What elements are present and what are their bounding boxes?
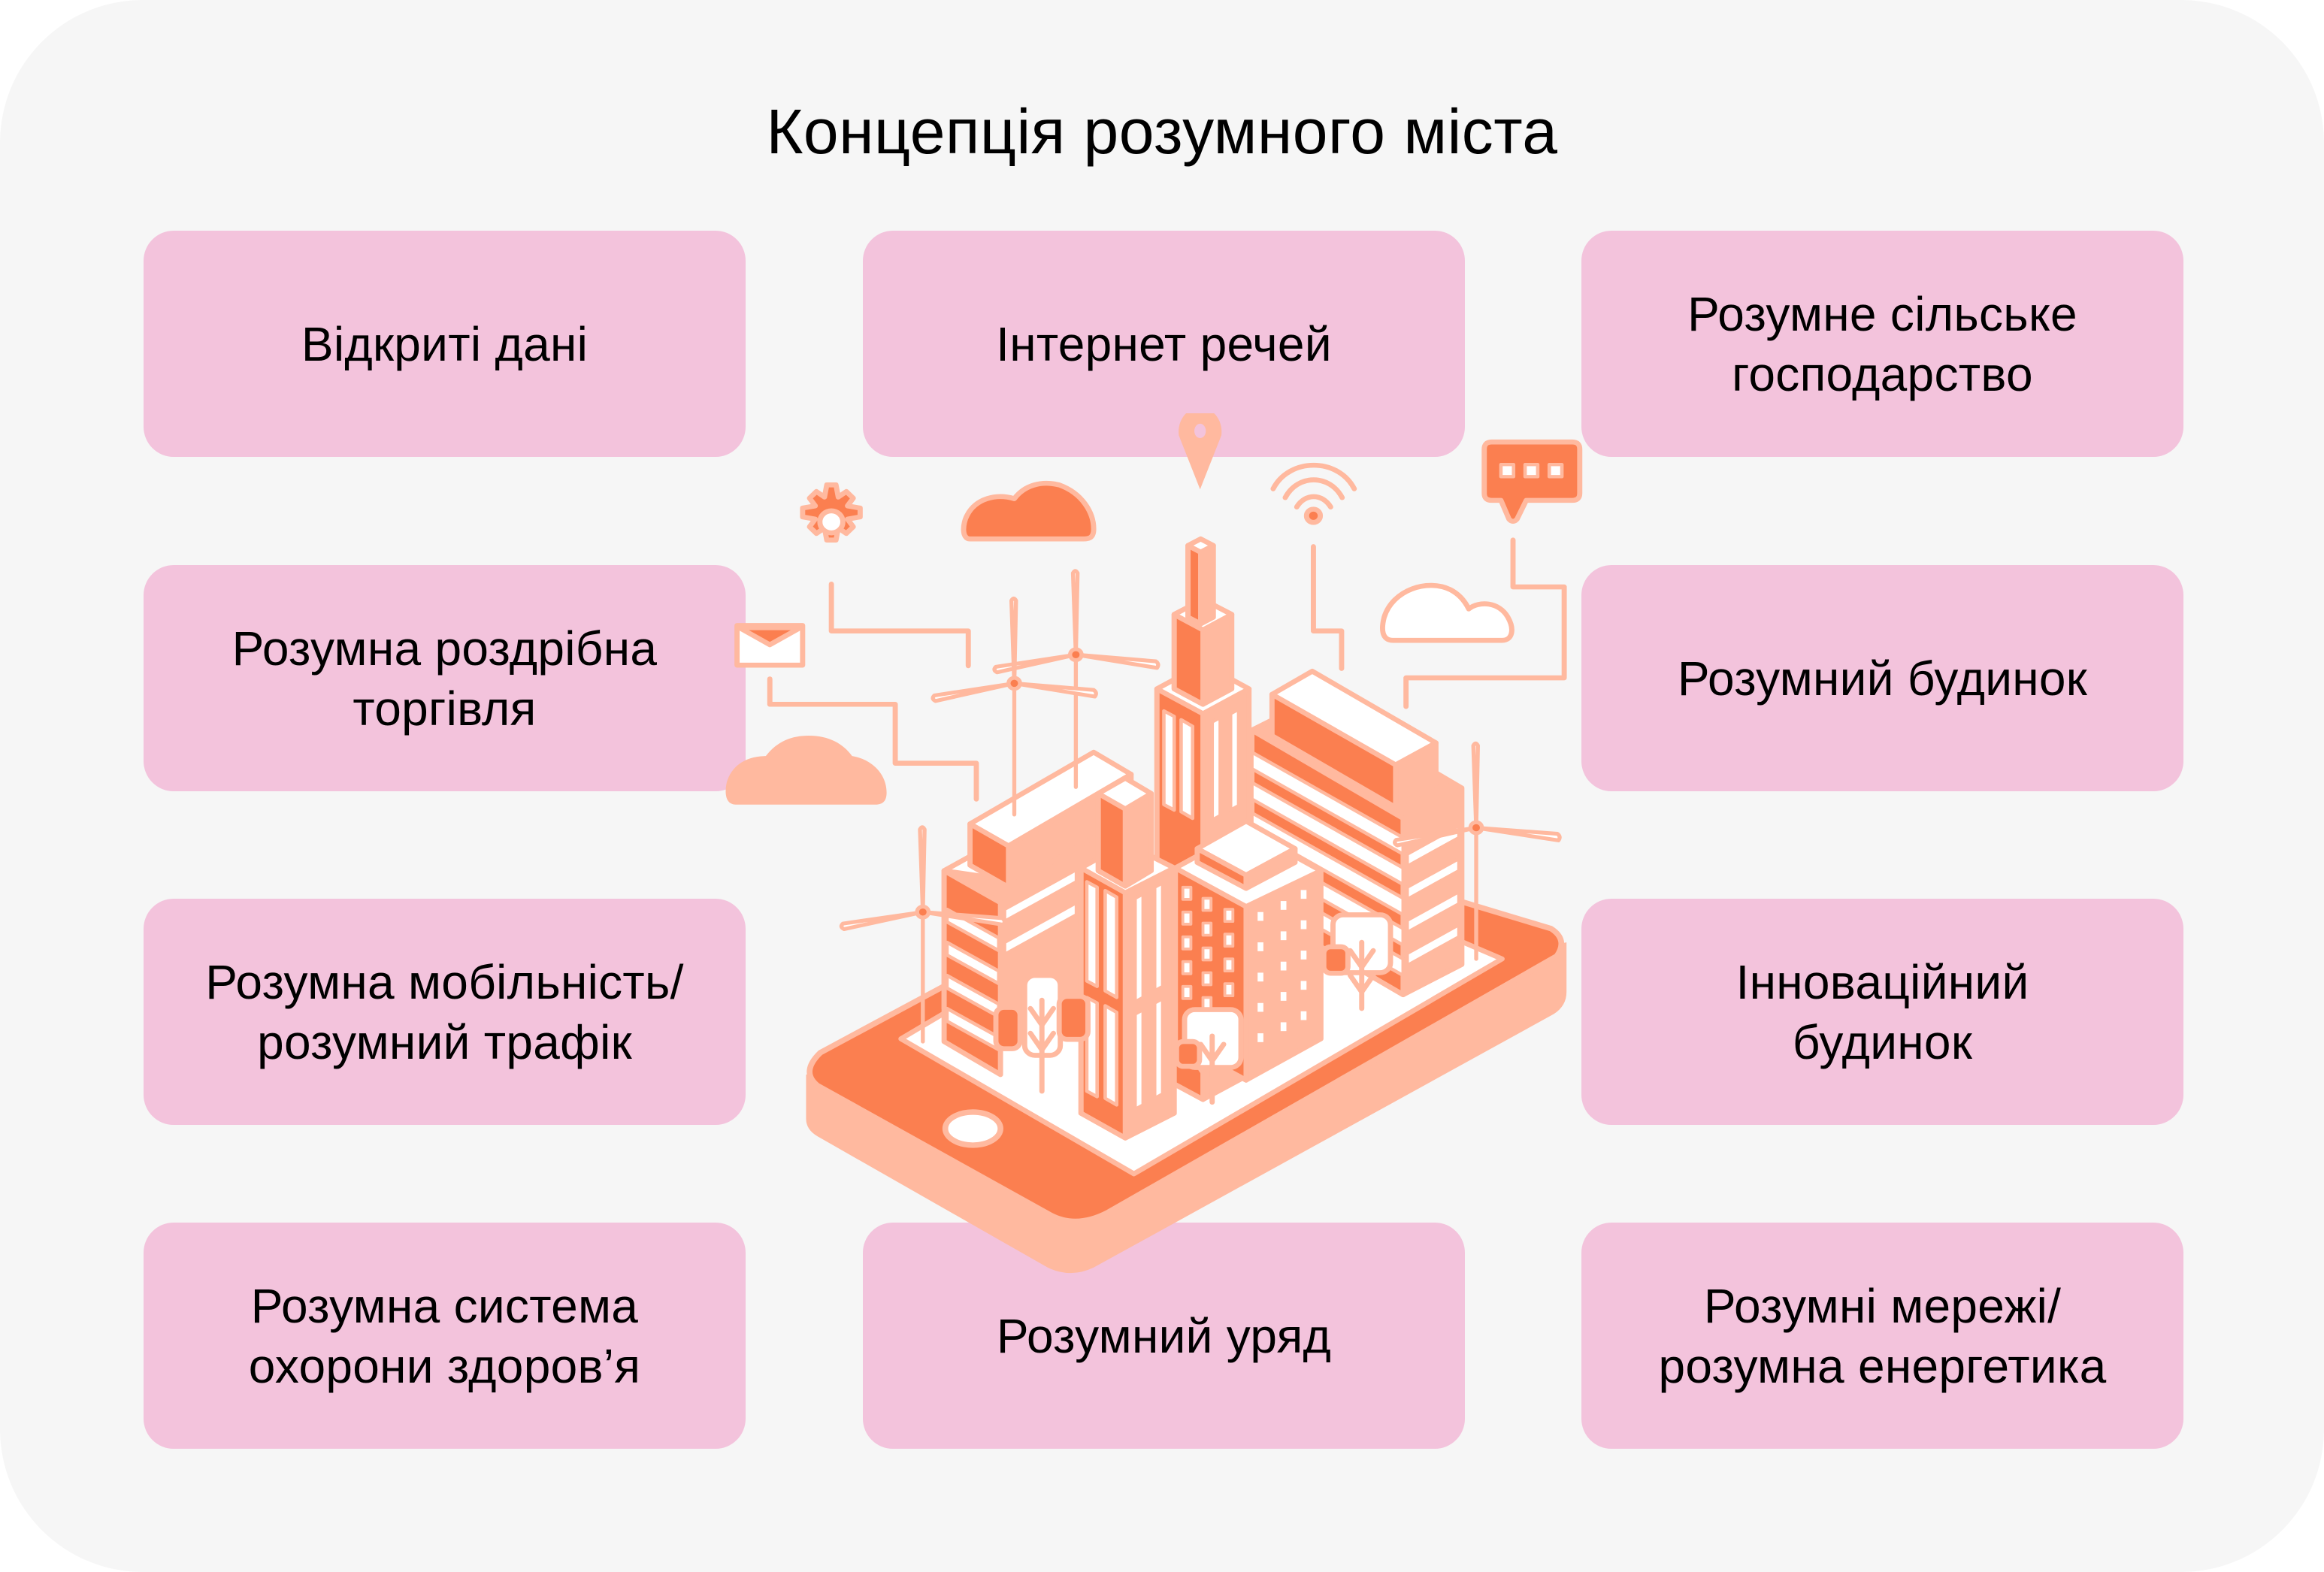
concept-label: Розумна роздрібна торгівля [231, 621, 658, 736]
concept-label: Розумний будинок [1677, 651, 2088, 706]
wifi-icon [1270, 463, 1357, 525]
concept-box-open-data: Відкриті дані [144, 231, 746, 457]
concept-label: Інтернет речей [996, 316, 1332, 371]
concept-label: Відкриті дані [301, 316, 589, 371]
page-title: Концепція розумного міста [766, 96, 1558, 167]
chat-bubble-icon [1481, 439, 1583, 525]
gear-icon [800, 482, 863, 543]
concept-box-smart-grid: Розумні мережі/ розумна енергетика [1581, 1223, 2183, 1449]
concept-label: Розумна мобільність/ розумний трафік [205, 954, 684, 1069]
wind-turbine-icon [1393, 741, 1562, 961]
tree-icon [993, 972, 1091, 1094]
connector-lines [767, 537, 1567, 802]
home-button [942, 1109, 1003, 1148]
building-front-tall [1078, 775, 1177, 1141]
tree-icon [1321, 912, 1393, 1011]
concept-box-smart-agriculture: Розумне сільське господарство [1581, 231, 2183, 457]
cloud-outline-icon [1380, 582, 1515, 643]
smart-city-illustration [725, 413, 1583, 1274]
concept-label: Розумна система охорони здоров’я [248, 1278, 641, 1393]
concept-box-smart-mobility: Розумна мобільність/ розумний трафік [144, 899, 746, 1125]
cloud-icon [961, 480, 1097, 542]
location-pin-icon [1179, 413, 1222, 490]
concept-box-smart-government: Розумний уряд [863, 1223, 1465, 1449]
concept-label: Розумний уряд [996, 1308, 1332, 1363]
concept-box-smart-healthcare: Розумна система охорони здоров’я [144, 1223, 746, 1449]
envelope-icon [734, 623, 806, 668]
concept-box-innovative-building: Інноваційний будинок [1581, 899, 2183, 1125]
concept-box-iot: Інтернет речей [863, 231, 1465, 457]
concept-label: Розумні мережі/ розумна енергетика [1658, 1278, 2107, 1393]
cloud-light-icon [725, 736, 887, 805]
concept-label: Інноваційний будинок [1735, 954, 2029, 1069]
wind-turbine-icon [931, 596, 1098, 817]
tree-icon [1173, 1007, 1244, 1105]
concept-box-smart-retail: Розумна роздрібна торгівля [144, 565, 746, 791]
concept-label: Розумне сільське господарство [1687, 286, 2077, 401]
wind-turbine-icon [839, 825, 1007, 1044]
concept-box-smart-home: Розумний будинок [1581, 565, 2183, 791]
